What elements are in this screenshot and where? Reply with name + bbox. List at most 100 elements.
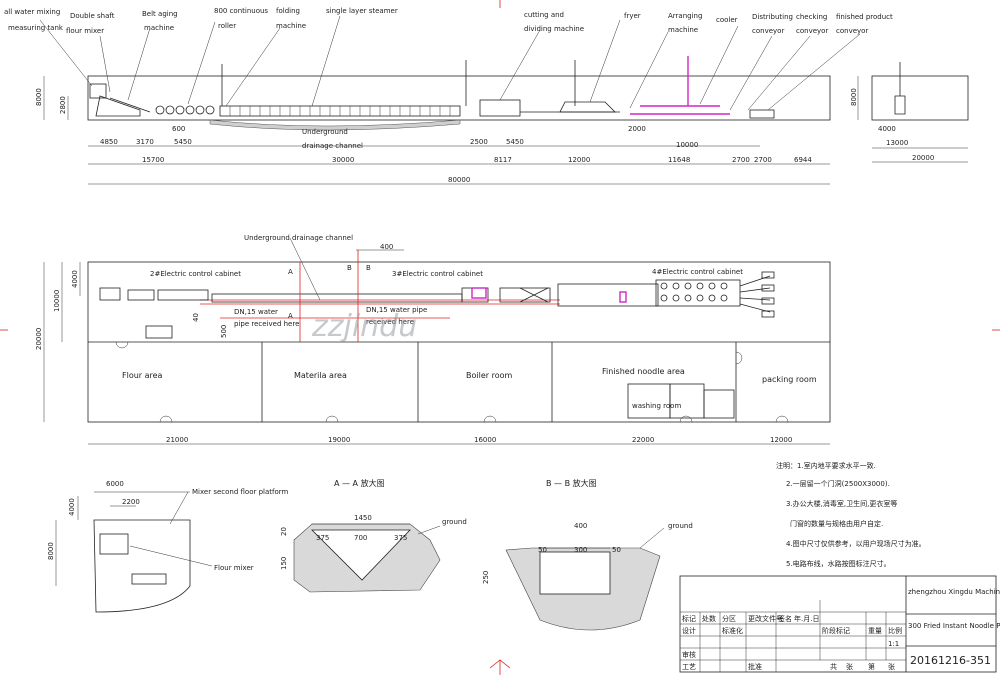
dim-5450: 5450 xyxy=(174,138,192,146)
tb-cell-13: 工艺 xyxy=(682,663,696,671)
dim-10000: 10000 xyxy=(676,141,698,149)
underground-channel-label: Underground drainage channel xyxy=(244,234,353,242)
dim-2000: 2000 xyxy=(628,125,646,133)
bb-ground-label: ground xyxy=(668,522,693,530)
callout-distributing-2: conveyor xyxy=(752,27,784,35)
title-block: 标记 处数 分区 更改文件号 签名 年.月.日 设计 标准化 阶段标记 重量 比… xyxy=(679,575,1000,673)
note-2: 2.一层留一个门洞(2500X3000). xyxy=(786,479,890,488)
tb-cell-1: 标记 xyxy=(682,614,696,623)
tb-cell-3: 分区 xyxy=(722,614,736,623)
callout-cutting-1: cutting and xyxy=(524,11,564,19)
tb-scale: 1:1 xyxy=(888,640,899,648)
callout-water-tank-1: all water mixing xyxy=(4,8,60,16)
tb-drawing-number: 20161216-351 xyxy=(910,654,991,667)
water-tank xyxy=(89,83,107,99)
plan-dim-22000: 22000 xyxy=(632,436,654,444)
plan-height-4000: 4000 xyxy=(71,270,79,288)
callout-folding-2: machine xyxy=(276,22,306,30)
mixer-dim-4000: 4000 xyxy=(68,498,76,516)
room-packing: packing room xyxy=(762,375,817,384)
tb-cell-5: 签名 xyxy=(778,614,792,623)
plan-height-10000: 10000 xyxy=(53,290,61,312)
dim-15700: 15700 xyxy=(142,156,164,164)
section-aa-title: A — A 放大图 xyxy=(334,478,385,488)
notes: 注明：1.室内地平要求水平一致. 2.一层留一个门洞(2500X3000). 3… xyxy=(776,461,926,568)
aa-dim-375a: 375 xyxy=(316,534,329,542)
plan-dim-16000: 16000 xyxy=(474,436,496,444)
cutter xyxy=(479,99,521,117)
plan-dim-19000: 19000 xyxy=(328,436,350,444)
doors xyxy=(115,341,789,423)
tb-cell-18: 张 xyxy=(888,662,895,671)
room-boiler: Boiler room xyxy=(466,371,512,380)
tb-cell-9: 阶段标记 xyxy=(822,626,850,635)
plan-equipment xyxy=(99,271,775,339)
callout-arranging-1: Arranging xyxy=(668,12,702,20)
tb-cell-17: 第 xyxy=(868,662,875,671)
tb-cell-6: 年.月.日 xyxy=(794,614,819,623)
tb-company: zhengzhou Xingdu Machinery Co.,ltd xyxy=(908,588,1000,596)
bb-dim-250: 250 xyxy=(482,571,490,584)
side-dim-13000: 13000 xyxy=(886,139,908,147)
watermark: zzjindu xyxy=(311,309,417,344)
callout-cutting-2: dividing machine xyxy=(524,25,584,33)
callout-folding-1: folding xyxy=(276,7,300,15)
water-pipe-1-line2: pipe received here xyxy=(234,320,299,328)
mixer-dim-8000: 8000 xyxy=(47,542,55,560)
bb-dim-300: 300 xyxy=(574,546,587,554)
dim-600: 600 xyxy=(172,125,185,133)
dim-11648: 11648 xyxy=(668,156,690,164)
note-4: 4.图中尺寸仅供参考，以用户现场尺寸为准。 xyxy=(786,539,926,548)
cabinet-4-label: 4#Electric control cabinet xyxy=(652,268,743,276)
room-material-area: Materila area xyxy=(294,371,347,380)
side-view-machine xyxy=(894,62,906,115)
height-8000: 8000 xyxy=(35,88,43,106)
dim-2700a: 2700 xyxy=(732,156,750,164)
dim-3170: 3170 xyxy=(136,138,154,146)
dim-total-80000: 80000 xyxy=(448,176,470,184)
note-3b: 门窗的数量与规格由用户自定. xyxy=(790,519,883,528)
fryer-elevation xyxy=(559,101,616,113)
callout-mixer-1: Double shaft xyxy=(70,12,115,20)
bb-dim-50a: 50 xyxy=(538,546,547,554)
drainage-label-1: Underground xyxy=(302,128,348,136)
note-3: 3.办公大楼,消毒室,卫生间,更衣室等 xyxy=(786,499,897,508)
plan-dim-40: 40 xyxy=(192,313,200,322)
callout-finished-1: finished product xyxy=(836,13,893,21)
room-washing: washing room xyxy=(632,402,681,410)
dim-2700b: 2700 xyxy=(754,156,772,164)
room-finished-noodle: Finished noodle area xyxy=(602,367,685,376)
dim-4850: 4850 xyxy=(100,138,118,146)
tb-cell-4: 更改文件号 xyxy=(748,614,783,623)
section-mark-b-right: B xyxy=(366,264,371,272)
callout-leaders xyxy=(39,15,861,111)
plan-view: A A B B Underground drainage channel 400… xyxy=(35,234,831,445)
tb-cell-11: 比例 xyxy=(888,626,902,635)
mixer-dim-2200: 2200 xyxy=(122,498,140,506)
water-pipe-2-line1: DN,15 water pipe xyxy=(366,306,427,314)
section-mark-a-bottom: A xyxy=(288,312,293,320)
flour-mixer xyxy=(95,95,141,117)
callout-belt-aging-2: machine xyxy=(144,24,174,32)
aa-ground-label: ground xyxy=(442,518,467,526)
cabinet-3-label: 3#Electric control cabinet xyxy=(392,270,483,278)
aa-dim-1450: 1450 xyxy=(354,514,372,522)
tb-cell-7: 设计 xyxy=(682,626,696,635)
note-5: 5.电路布线，水路按图标注尺寸。 xyxy=(786,559,891,568)
dim-6944: 6944 xyxy=(794,156,812,164)
flour-mixer-label: Flour mixer xyxy=(214,564,254,572)
finished-conveyor xyxy=(749,109,775,119)
tb-cell-14: 批准 xyxy=(748,662,762,671)
rollers xyxy=(155,105,215,115)
tb-project: 300 Fried Instant Noodle Production line xyxy=(908,622,1000,630)
aa-dim-375b: 375 xyxy=(394,534,407,542)
plan-dim-500: 500 xyxy=(220,325,228,338)
drainage-hatch xyxy=(209,119,461,131)
elevation-view: all water mixing measuring tank Double s… xyxy=(4,7,969,185)
section-bb-title: B — B 放大图 xyxy=(546,478,597,488)
aa-dim-20: 20 xyxy=(280,527,288,536)
tb-cell-12: 审核 xyxy=(682,650,696,659)
callout-arranging-2: machine xyxy=(668,26,698,34)
section-aa-detail: A — A 放大图 1450 375 700 375 20 150 ground xyxy=(280,478,467,593)
